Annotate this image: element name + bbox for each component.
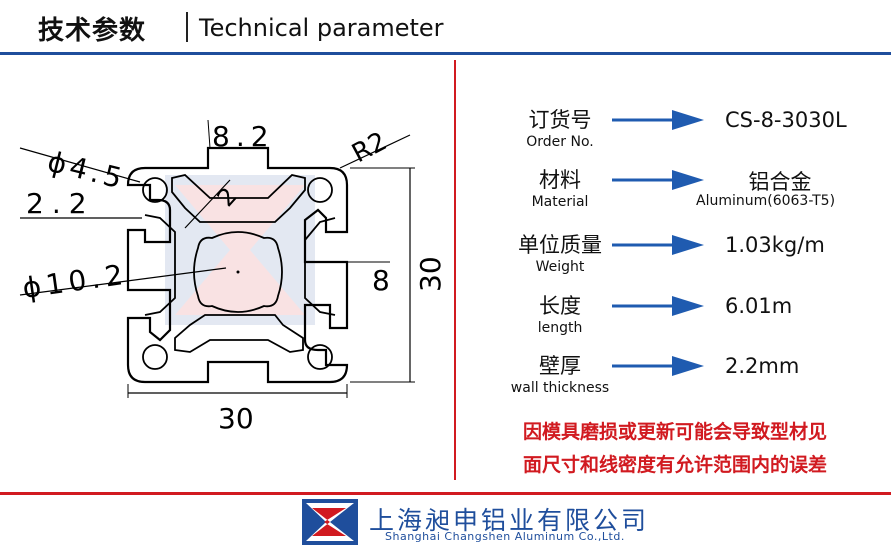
dim-slot-side: 8 xyxy=(372,264,390,297)
title-separator xyxy=(186,12,188,42)
slot-inner-bottom xyxy=(174,314,304,353)
param-row-length: 长度 length 6.01m xyxy=(470,288,880,348)
watermark-logo xyxy=(165,175,315,325)
footer: 上海昶申铝业有限公司 Shanghai Changshen Aluminum C… xyxy=(0,496,891,548)
param-label-zh: 单位质量 xyxy=(518,233,602,257)
param-value: 1.03kg/m xyxy=(725,233,825,257)
company-name-zh: 上海昶申铝业有限公司 xyxy=(369,506,650,535)
param-value: 2.2mm xyxy=(725,354,800,378)
corner-hole-bl xyxy=(142,344,168,370)
param-label-zh: 长度 xyxy=(539,294,581,318)
slot-inner-right xyxy=(304,217,336,316)
param-value: 铝合金 xyxy=(748,170,812,194)
param-label-zh: 订货号 xyxy=(528,108,592,132)
notice-line-2: 面尺寸和线密度有允许范围内的误差 xyxy=(522,454,827,476)
notice-line-1: 因模具磨损或更新可能会导致型材见 xyxy=(522,421,827,443)
dim-top-slot: 8.2 xyxy=(212,120,275,153)
param-value: CS-8-3030L xyxy=(725,108,847,132)
footer-divider xyxy=(0,492,891,495)
dim-center-hole: ϕ10.2 xyxy=(20,258,129,305)
corner-hole-tr xyxy=(307,177,333,203)
page-title-zh: 技术参数 xyxy=(38,16,147,46)
dim-radius: R2 xyxy=(347,126,392,169)
vertical-divider xyxy=(454,60,456,480)
param-row-weight: 单位质量 Weight 1.03kg/m xyxy=(470,227,880,287)
dim-wall: 2.2 xyxy=(26,187,95,220)
param-label-en: wall thickness xyxy=(510,380,610,396)
corner-hole-br xyxy=(307,344,333,370)
company-name-en: Shanghai Changshen Aluminum Co.,Ltd. xyxy=(385,530,625,543)
profile-drawing: 8.2 ϕ4.5 2.2 R2 2 ϕ10.2 8 30 30 xyxy=(19,119,447,435)
slot-inner-top xyxy=(171,174,306,223)
page-title-en: Technical parameter xyxy=(199,14,444,42)
param-label-en: length xyxy=(537,320,583,336)
arrow-right-icon xyxy=(612,356,704,376)
dim-height: 30 xyxy=(414,256,447,292)
header-divider xyxy=(0,52,891,55)
param-label-en: Weight xyxy=(535,259,585,275)
corner-hole-tl xyxy=(142,177,168,203)
param-label-en: Order No. xyxy=(526,134,594,150)
center-hole xyxy=(193,231,283,313)
arrow-right-icon xyxy=(612,110,704,130)
param-row-wall: 壁厚 wall thickness 2.2mm xyxy=(470,348,880,408)
arrow-right-icon xyxy=(612,235,704,255)
param-row-material: 材料 Material 铝合金 Aluminum(6063-T5) xyxy=(470,162,880,222)
arrow-right-icon xyxy=(612,170,704,190)
header: 技术参数 Technical parameter xyxy=(0,0,891,52)
param-value: 6.01m xyxy=(725,294,793,318)
param-label-zh: 材料 xyxy=(539,168,581,192)
arrow-right-icon xyxy=(612,296,704,316)
center-point xyxy=(236,270,240,274)
slot-inner-left xyxy=(144,214,176,316)
param-value-sub: Aluminum(6063-T5) xyxy=(696,193,836,209)
param-label-en: Material xyxy=(531,194,589,210)
company-logo-icon xyxy=(302,499,358,545)
param-label-zh: 壁厚 xyxy=(539,354,581,378)
param-row-order: 订货号 Order No. CS-8-3030L xyxy=(470,102,880,162)
profile-outline xyxy=(126,146,349,384)
dim-width: 30 xyxy=(218,402,254,435)
